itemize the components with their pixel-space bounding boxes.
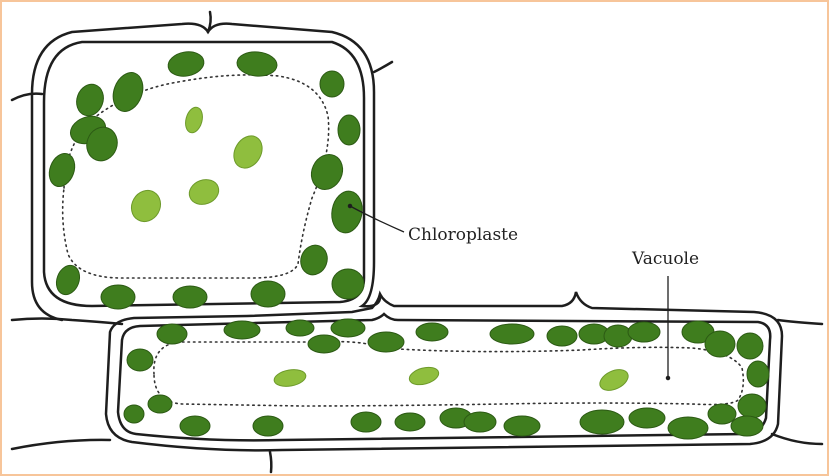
chloroplast	[629, 408, 665, 428]
chloroplast	[395, 413, 425, 431]
chloroplast	[416, 323, 448, 341]
bottom-stub-wall	[270, 452, 271, 472]
chloroplast	[126, 185, 166, 227]
chloroplast	[329, 189, 366, 236]
chloroplast	[101, 285, 135, 309]
chloroplast	[183, 105, 205, 134]
chloroplast	[580, 410, 624, 434]
chloroplast	[547, 326, 577, 346]
chloroplast	[320, 71, 344, 97]
chloroplast	[157, 324, 187, 344]
chloroplast	[737, 333, 763, 359]
chloroplast-leader-dot	[348, 204, 351, 207]
bottom-left-wall	[12, 440, 110, 449]
upper-cell-light-chloroplasts	[126, 105, 268, 226]
vacuole-membranes	[63, 75, 744, 406]
chloroplast	[708, 404, 736, 424]
chloroplast	[124, 405, 144, 423]
vacuole-label: Vacuole	[631, 249, 699, 269]
chloroplast	[628, 322, 660, 342]
chloroplast	[72, 81, 107, 120]
chloroplast	[464, 412, 496, 432]
chloroplast	[490, 324, 534, 344]
chloroplast	[228, 131, 268, 173]
chloroplast	[286, 320, 314, 336]
chloroplast	[604, 325, 632, 347]
chloroplast	[368, 332, 404, 352]
right-upper-wall	[374, 62, 392, 72]
chloroplast	[236, 50, 278, 77]
upper-vacuole-membrane	[63, 75, 329, 278]
chloroplast	[148, 395, 172, 413]
chloroplast-label: Chloroplaste	[408, 225, 518, 245]
left-lower-wall	[12, 319, 122, 325]
chloroplast	[738, 394, 766, 418]
chloroplast	[308, 335, 340, 353]
chloroplast	[306, 149, 348, 194]
chloroplast	[273, 367, 307, 388]
chloroplast	[747, 361, 769, 387]
chloroplast	[731, 416, 763, 436]
chloroplast	[45, 150, 79, 190]
chloroplast	[251, 281, 285, 307]
chloroplast	[108, 68, 148, 115]
lower-vacuole-membrane	[154, 342, 743, 406]
chloroplast	[331, 319, 365, 337]
chloroplast	[668, 417, 708, 439]
chloroplast	[338, 115, 360, 145]
chloroplast	[407, 364, 440, 387]
chloroplast	[597, 366, 632, 395]
chloroplast	[297, 241, 332, 278]
chloroplast	[173, 286, 207, 308]
lower-cell-chloroplasts	[124, 319, 769, 439]
upper-cell-chloroplasts	[45, 49, 366, 309]
chloroplast	[253, 416, 283, 436]
vacuole-leader-dot	[666, 376, 669, 379]
right-cell-wall	[778, 320, 822, 324]
bottom-right-wall	[772, 434, 822, 444]
left-upper-wall	[12, 94, 42, 100]
chloroplast	[186, 176, 222, 209]
chloroplast	[351, 412, 381, 432]
chloroplast	[224, 321, 260, 339]
lower-cell-light-chloroplasts	[273, 364, 632, 394]
chloroplast	[705, 331, 735, 357]
chloroplast	[504, 416, 540, 436]
chloroplast	[332, 269, 364, 299]
chloroplast	[127, 349, 153, 371]
chloroplast	[180, 416, 210, 436]
chloroplast	[166, 49, 206, 79]
